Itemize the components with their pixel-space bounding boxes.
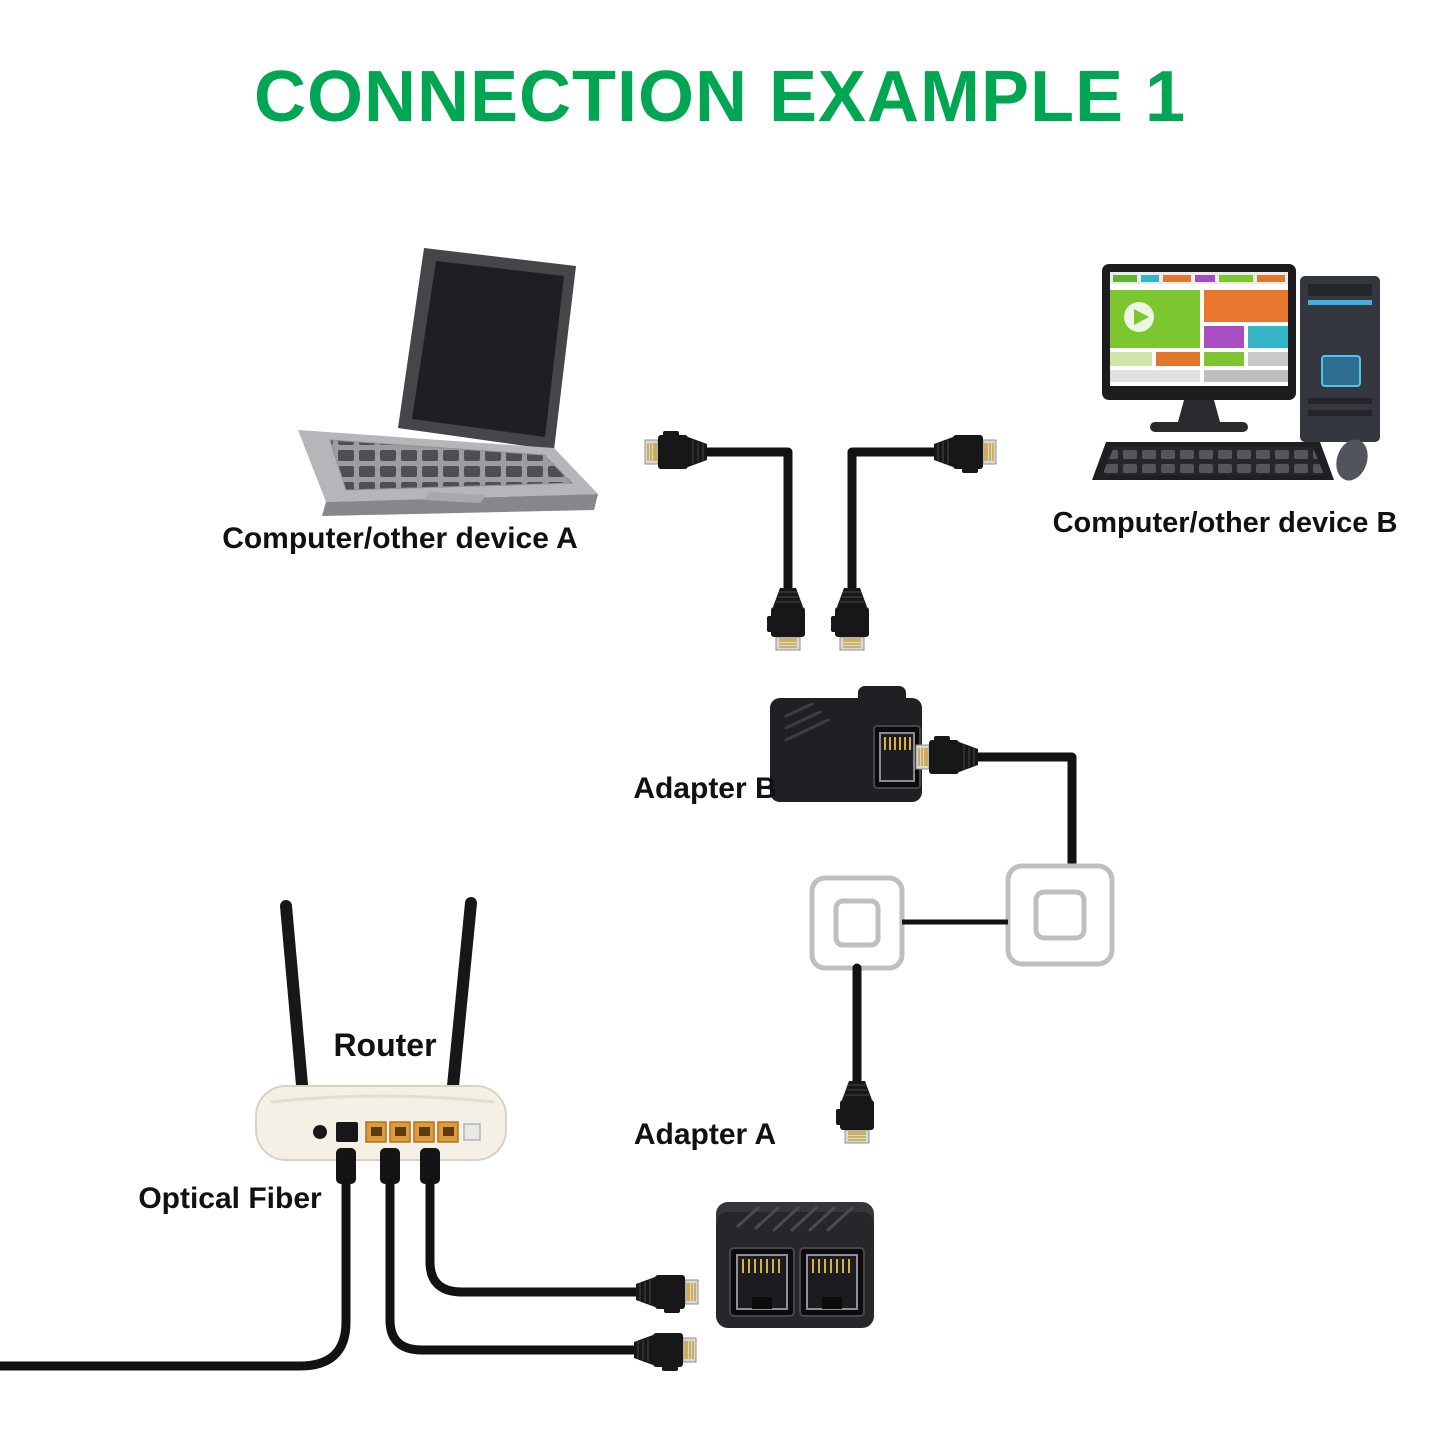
device-a-label: Computer/other device A — [222, 522, 578, 555]
desktop-computer-illustration — [1092, 264, 1380, 481]
router-illustration — [255, 897, 507, 1161]
antenna-left — [280, 900, 309, 1102]
router-lan-ports — [365, 1121, 459, 1143]
rj45-plug-into-adapter-b-icon — [915, 735, 979, 775]
optical-fiber-label: Optical Fiber — [138, 1182, 322, 1215]
adapter-a-port-left — [729, 1247, 795, 1317]
mouse-illustration — [1336, 439, 1368, 481]
wall-plates-illustration — [809, 863, 1115, 971]
monitor-illustration — [1102, 264, 1296, 432]
adapter-a-label: Adapter A — [633, 1118, 777, 1151]
tower-illustration — [1300, 276, 1380, 442]
keyboard-illustration — [1092, 442, 1334, 480]
rj45-plug-bottom-lower-icon — [633, 1332, 697, 1372]
router-label: Router — [333, 1027, 437, 1063]
router-wan-port — [336, 1122, 358, 1142]
antenna-right — [446, 897, 477, 1102]
rj45-plug-right-icon — [933, 434, 997, 474]
optical-fiber-cable — [0, 1177, 351, 1371]
adapter-b-cable — [915, 735, 1077, 873]
router-power-jack — [313, 1125, 327, 1139]
adapter-a-port-right — [799, 1247, 865, 1317]
rj45-plug-down-right-icon — [830, 587, 870, 651]
rj45-plug-left-icon — [644, 430, 708, 470]
router-cables — [0, 1148, 699, 1372]
rj45-plug-down-adapter-a-icon — [835, 1080, 875, 1144]
ethernet-cables-top — [644, 430, 997, 651]
adapter-a-cable — [835, 963, 875, 1144]
rj45-plug-down-left-icon — [766, 587, 806, 651]
adapter-a-illustration — [716, 1202, 874, 1328]
page-title: CONNECTION EXAMPLE 1 — [253, 57, 1187, 137]
device-b-label: Computer/other device B — [1052, 507, 1398, 539]
adapter-b-illustration — [770, 686, 922, 802]
laptop-illustration — [298, 248, 598, 516]
adapter-b-label: Adapter B — [633, 772, 777, 805]
rj45-plug-bottom-upper-icon — [635, 1274, 699, 1314]
